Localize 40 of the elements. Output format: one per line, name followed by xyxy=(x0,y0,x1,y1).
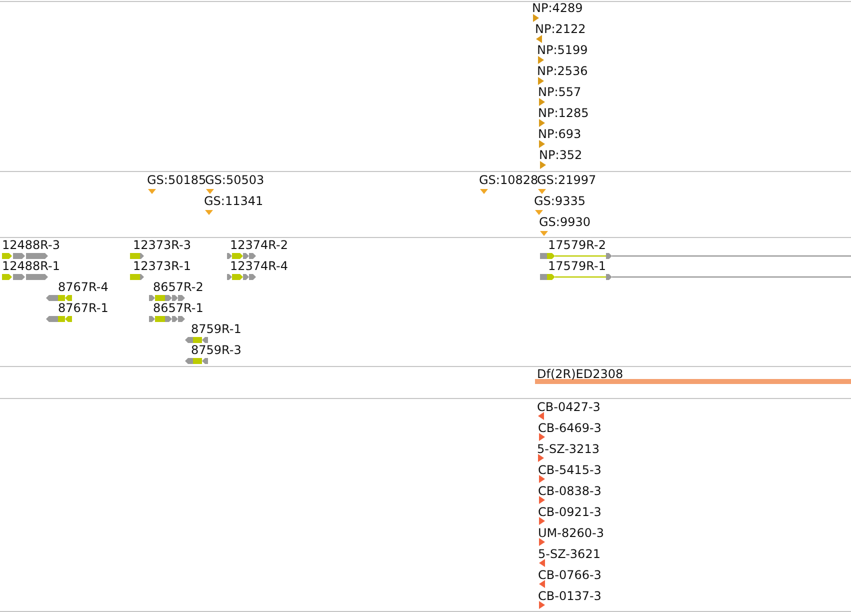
feature-label: GS:9930 xyxy=(539,216,590,229)
feature-label: NP:693 xyxy=(538,128,582,141)
feature-label: 12488R-3 xyxy=(2,239,60,252)
feature-label: CB-0766-3 xyxy=(538,569,602,582)
feature-label: GS:50503 xyxy=(205,174,264,187)
feature-label: 12374R-2 xyxy=(230,239,288,252)
feature-label: NP:2122 xyxy=(535,23,586,36)
feature-label: 12488R-1 xyxy=(2,260,60,273)
feature-label: 8657R-1 xyxy=(153,302,204,315)
feature-label: 8759R-3 xyxy=(191,344,242,357)
feature-label: 17579R-2 xyxy=(548,239,606,252)
feature-label: 17579R-1 xyxy=(548,260,606,273)
feature-label: NP:1285 xyxy=(538,107,589,120)
feature-label: CB-6469-3 xyxy=(538,422,602,435)
feature-label: CB-0137-3 xyxy=(538,590,602,603)
feature-label: NP:557 xyxy=(538,86,582,99)
feature-label: GS:11341 xyxy=(204,195,264,208)
feature-label: CB-5415-3 xyxy=(538,464,602,477)
feature-label: Df(2R)ED2308 xyxy=(537,368,624,381)
feature-label: CB-0838-3 xyxy=(538,485,602,498)
feature-label: NP:4289 xyxy=(532,2,583,15)
feature-label: 12374R-4 xyxy=(230,260,288,273)
feature-label: CB-0921-3 xyxy=(538,506,602,519)
feature-label: GS:50185 xyxy=(147,174,206,187)
feature-label: NP:2536 xyxy=(537,65,588,78)
feature-label: 8767R-1 xyxy=(58,302,108,315)
feature-label: GS:10828 xyxy=(479,174,538,187)
feature-label: GS:9335 xyxy=(534,195,586,208)
feature-label: 5-SZ-3621 xyxy=(538,548,600,561)
feature-label: 8767R-4 xyxy=(58,281,108,294)
feature-label: NP:352 xyxy=(539,149,582,162)
feature-label: UM-8260-3 xyxy=(538,527,604,540)
feature-label: 8657R-2 xyxy=(153,281,204,294)
feature-label: 12373R-1 xyxy=(133,260,191,273)
feature-label: GS:21997 xyxy=(537,174,596,187)
feature-label: CB-0427-3 xyxy=(537,401,600,414)
feature-label: NP:5199 xyxy=(537,44,588,57)
feature-label: 12373R-3 xyxy=(133,239,191,252)
feature-label: 8759R-1 xyxy=(191,323,242,336)
feature-label: 5-SZ-3213 xyxy=(537,443,600,456)
